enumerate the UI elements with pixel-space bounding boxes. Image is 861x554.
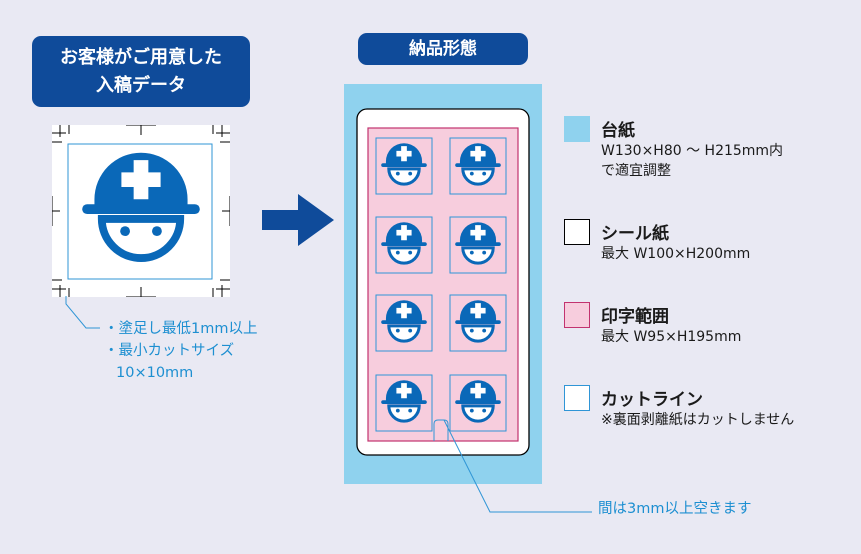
artwork-preview xyxy=(51,124,231,298)
sticker-cut-line xyxy=(375,374,433,432)
sticker-6 xyxy=(449,294,507,352)
legend-desc-sticker: 最大 W100×H200mm xyxy=(601,246,751,262)
legend-desc-mount: W130×H80 ～ H215mm内 で適宜調整 xyxy=(601,141,783,181)
sticker-cut-line xyxy=(449,374,507,432)
input-data-label-line2: 入稿データ xyxy=(96,74,186,96)
sticker-cut-line xyxy=(375,294,433,352)
delivery-sheet xyxy=(344,84,542,484)
sticker-cut-line xyxy=(375,137,433,195)
helmet-face-icon xyxy=(381,143,427,186)
legend-title-mount: 台紙 xyxy=(601,121,635,141)
gap-notch xyxy=(433,419,449,441)
sticker-3 xyxy=(375,216,433,274)
legend-swatch-mount xyxy=(564,116,590,142)
cut-line-box xyxy=(67,143,213,280)
legend-title-sticker: シール紙 xyxy=(601,224,669,244)
input-notes: ・塗足し最低1mm以上 ・最小カットサイズ 10×10mm xyxy=(104,318,257,384)
artwork-svg xyxy=(51,124,231,298)
helmet-face-icon xyxy=(82,152,200,263)
sticker-5 xyxy=(375,294,433,352)
legend-desc-mount-line2: で適宜調整 xyxy=(601,163,671,179)
sticker-cut-line xyxy=(449,137,507,195)
sticker-cut-line xyxy=(375,216,433,274)
note-min-cut: ・最小カットサイズ xyxy=(104,343,235,359)
legend-desc-print: 最大 W95×H195mm xyxy=(601,329,742,345)
helmet-face-icon xyxy=(381,222,427,265)
sticker-cut-line xyxy=(449,294,507,352)
note-min-cut-size: 10×10mm xyxy=(116,365,194,381)
helmet-face-icon xyxy=(381,380,427,423)
sticker-1 xyxy=(375,137,433,195)
note-bleed: ・塗足し最低1mm以上 xyxy=(104,321,258,337)
sticker-grid xyxy=(375,137,507,441)
legend-title-cutline: カットライン xyxy=(601,390,703,410)
right-arrow-icon xyxy=(262,194,334,246)
helmet-face-icon xyxy=(455,380,501,423)
sticker-cut-line xyxy=(449,216,507,274)
helmet-face-icon xyxy=(455,300,501,343)
gap-note-connector-line xyxy=(443,420,592,513)
input-data-label-line1: お客様がご用意した xyxy=(60,46,222,68)
delivery-sheet-svg xyxy=(344,84,542,484)
sticker-4 xyxy=(449,216,507,274)
legend-desc-mount-line1: W130×H80 ～ H215mm内 xyxy=(601,143,784,159)
sticker-8 xyxy=(449,374,507,432)
sticker-2 xyxy=(449,137,507,195)
notes-connector-line xyxy=(65,296,100,329)
legend-swatch-cutline xyxy=(564,385,590,411)
gap-note: 間は3mm以上空きます xyxy=(598,501,752,517)
delivery-form-label: 納品形態 xyxy=(358,33,528,65)
helmet-face-icon xyxy=(455,143,501,186)
legend-swatch-print xyxy=(564,302,590,328)
helmet-face-icon xyxy=(381,300,427,343)
legend-title-print: 印字範囲 xyxy=(601,307,669,327)
legend-desc-cutline: ※裏面剥離紙はカットしません xyxy=(601,412,795,428)
sticker-7 xyxy=(375,374,433,432)
legend-swatch-sticker xyxy=(564,219,590,245)
helmet-face-icon xyxy=(455,222,501,265)
input-data-label: お客様がご用意した 入稿データ xyxy=(32,36,250,107)
